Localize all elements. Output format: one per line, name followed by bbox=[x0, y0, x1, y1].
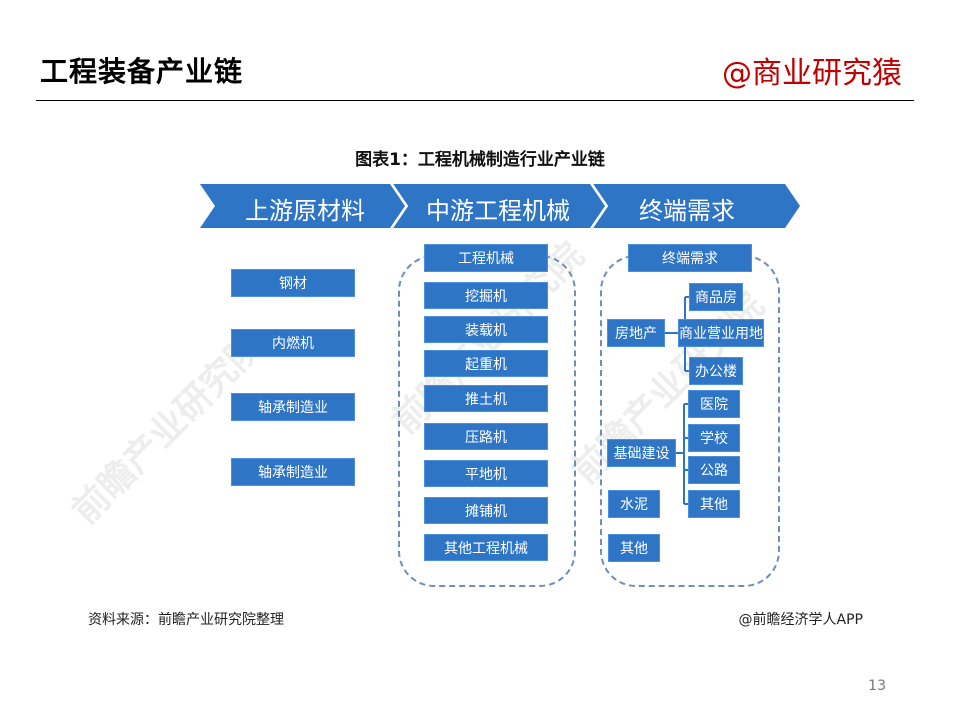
stage-label-terminal: 终端需求 bbox=[639, 197, 735, 225]
terminal-infrastructure: 基础建设 bbox=[607, 439, 676, 467]
terminal-real-estate-child: 商业营业用地 bbox=[678, 319, 764, 347]
page-number: 13 bbox=[868, 678, 886, 694]
terminal-real-estate: 房地产 bbox=[607, 319, 665, 347]
midstream-item: 平地机 bbox=[424, 460, 548, 487]
upstream-item: 轴承制造业 bbox=[231, 393, 355, 421]
midstream-item: 挖掘机 bbox=[424, 282, 548, 309]
figure-title: 图表1：工程机械制造行业产业链 bbox=[355, 150, 605, 170]
stage-chevron-midstream bbox=[392, 184, 605, 228]
terminal-infrastructure-child: 其他 bbox=[688, 490, 740, 518]
terminal-header: 终端需求 bbox=[628, 244, 752, 272]
upstream-item: 钢材 bbox=[231, 269, 355, 297]
stage-arrow-band bbox=[200, 184, 800, 228]
midstream-item: 推土机 bbox=[424, 385, 548, 412]
credit-note: @前瞻经济学人APP bbox=[738, 612, 863, 628]
terminal-infrastructure-child: 医院 bbox=[688, 390, 740, 418]
midstream-header: 工程机械 bbox=[424, 244, 548, 272]
terminal-real-estate-child: 办公楼 bbox=[689, 357, 743, 385]
stage-label-midstream: 中游工程机械 bbox=[426, 197, 570, 225]
source-note: 资料来源：前瞻产业研究院整理 bbox=[88, 612, 284, 628]
terminal-infrastructure-child: 公路 bbox=[688, 456, 740, 484]
terminal-infrastructure-child: 学校 bbox=[688, 424, 740, 452]
stage-chevron-upstream bbox=[200, 184, 405, 228]
upstream-item: 内燃机 bbox=[231, 329, 355, 357]
midstream-item: 装载机 bbox=[424, 316, 548, 343]
midstream-item: 其他工程机械 bbox=[424, 534, 548, 561]
upstream-item: 轴承制造业 bbox=[231, 458, 355, 486]
midstream-item: 起重机 bbox=[424, 350, 548, 377]
terminal-real-estate-child: 商品房 bbox=[689, 283, 743, 311]
title-divider bbox=[36, 100, 914, 101]
stage-chevron-terminal bbox=[592, 184, 800, 228]
brand-label: @商业研究猿 bbox=[722, 56, 902, 91]
terminal-cement: 水泥 bbox=[608, 490, 660, 518]
stage-label-upstream: 上游原材料 bbox=[245, 197, 365, 225]
terminal-other: 其他 bbox=[608, 534, 660, 562]
midstream-item: 压路机 bbox=[424, 423, 548, 450]
midstream-item: 摊铺机 bbox=[424, 497, 548, 524]
slide-title: 工程装备产业链 bbox=[40, 55, 244, 88]
